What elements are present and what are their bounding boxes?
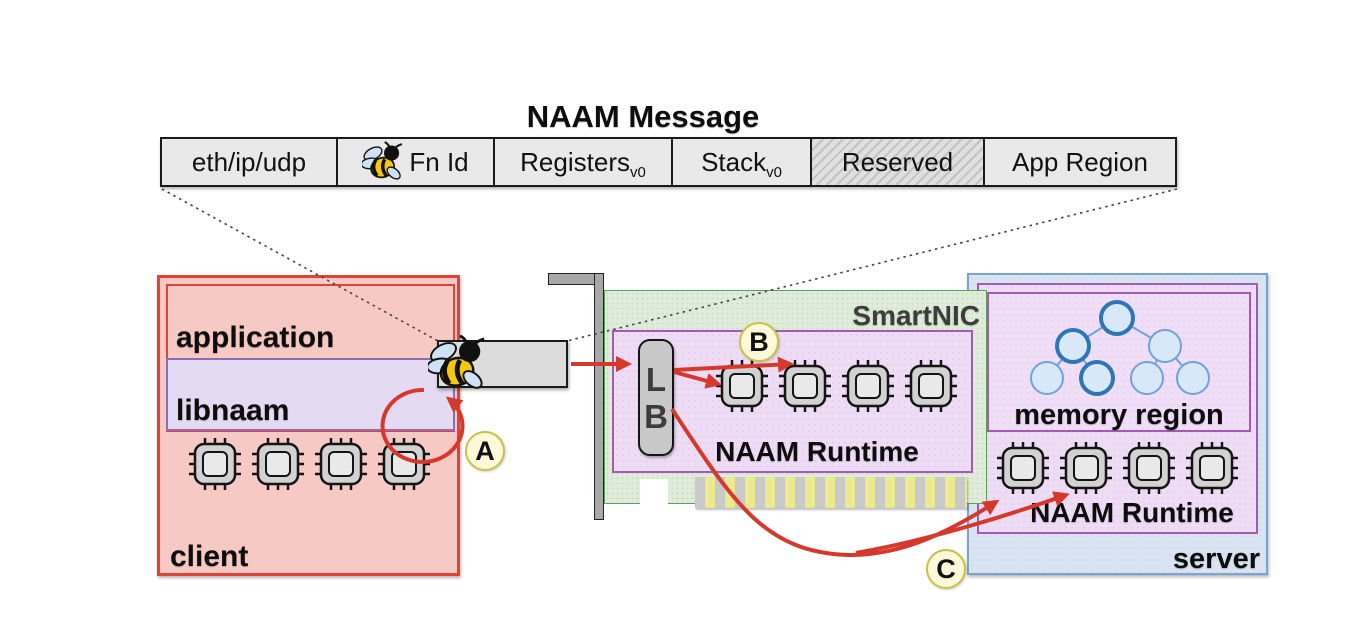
cpu-core-icon: [1059, 441, 1113, 495]
tree-node-root: [1099, 300, 1135, 336]
tree-node-leaf-3: [1130, 361, 1164, 395]
message-segment-6: App Region: [985, 139, 1175, 185]
tree-node-leaf-2: [1079, 360, 1115, 396]
message-segment-label: App Region: [1012, 146, 1148, 177]
load-balancer-letter-b: B: [644, 397, 668, 435]
message-bar: eth/ip/udp Fn Id Registersv0 Stackv0 Reserve…: [160, 137, 1177, 187]
message-segment-label: Stackv0: [701, 146, 782, 181]
cpu-core-icon: [715, 359, 769, 413]
figure-title: NAAM Message: [526, 99, 760, 134]
cpu-core-icon: [1122, 441, 1176, 495]
smartnic-cpu-cores: [715, 359, 958, 413]
cpu-core-icon: [841, 359, 895, 413]
board-notch: [640, 479, 668, 506]
tree-node-left: [1055, 328, 1091, 364]
smartnic-label: SmartNIC: [852, 300, 980, 331]
memory-tree: [1030, 300, 1210, 396]
step-a-badge: A: [465, 431, 505, 471]
cpu-core-icon: [996, 441, 1050, 495]
cpu-core-icon: [377, 437, 431, 491]
tree-node-right: [1148, 329, 1182, 363]
load-balancer-letter-l: L: [645, 360, 667, 398]
cpu-core-icon: [778, 359, 832, 413]
tree-node-leaf-4: [1176, 361, 1210, 395]
smartnic-runtime-label: NAAM Runtime: [715, 436, 919, 467]
message-segment-2: Fn Id: [338, 139, 495, 185]
pci-bracket: [594, 273, 604, 520]
message-segment-4: Stackv0: [673, 139, 812, 185]
cpu-core-icon: [314, 437, 368, 491]
cpu-core-icon: [251, 437, 305, 491]
cpu-core-icon: [1185, 441, 1239, 495]
message-segment-3: Registersv0: [495, 139, 673, 185]
client-cpu-cores: [188, 437, 431, 491]
message-segment-5: Reserved: [812, 139, 985, 185]
step-c-badge: C: [926, 549, 966, 589]
message-segment-label: Fn Id: [409, 146, 469, 177]
bee-icon: [428, 335, 490, 393]
load-balancer-box: L B: [638, 339, 674, 456]
server-cpu-cores: [996, 441, 1239, 495]
tree-node-leaf-1: [1030, 361, 1064, 395]
server-runtime-label: NAAM Runtime: [1030, 497, 1234, 528]
step-c-label: C: [936, 553, 956, 584]
message-segment-1: eth/ip/udp: [162, 139, 338, 185]
message-segment-label: Reserved: [841, 146, 954, 177]
step-a-label: A: [475, 435, 495, 466]
cpu-core-icon: [188, 437, 242, 491]
server-label: server: [1172, 543, 1260, 575]
bee-icon: [362, 141, 406, 183]
memory-region-label: memory region: [1014, 399, 1224, 431]
step-b-label: B: [749, 326, 769, 357]
libnaam-label: libnaam: [176, 394, 290, 427]
message-segment-label: eth/ip/udp: [191, 146, 307, 177]
message-segment-label: Registersv0: [520, 146, 646, 181]
application-label: application: [176, 321, 335, 354]
step-b-badge: B: [739, 322, 779, 362]
client-label: client: [170, 540, 249, 573]
cpu-core-icon: [904, 359, 958, 413]
pcie-edge-connector-icon: [695, 477, 967, 508]
